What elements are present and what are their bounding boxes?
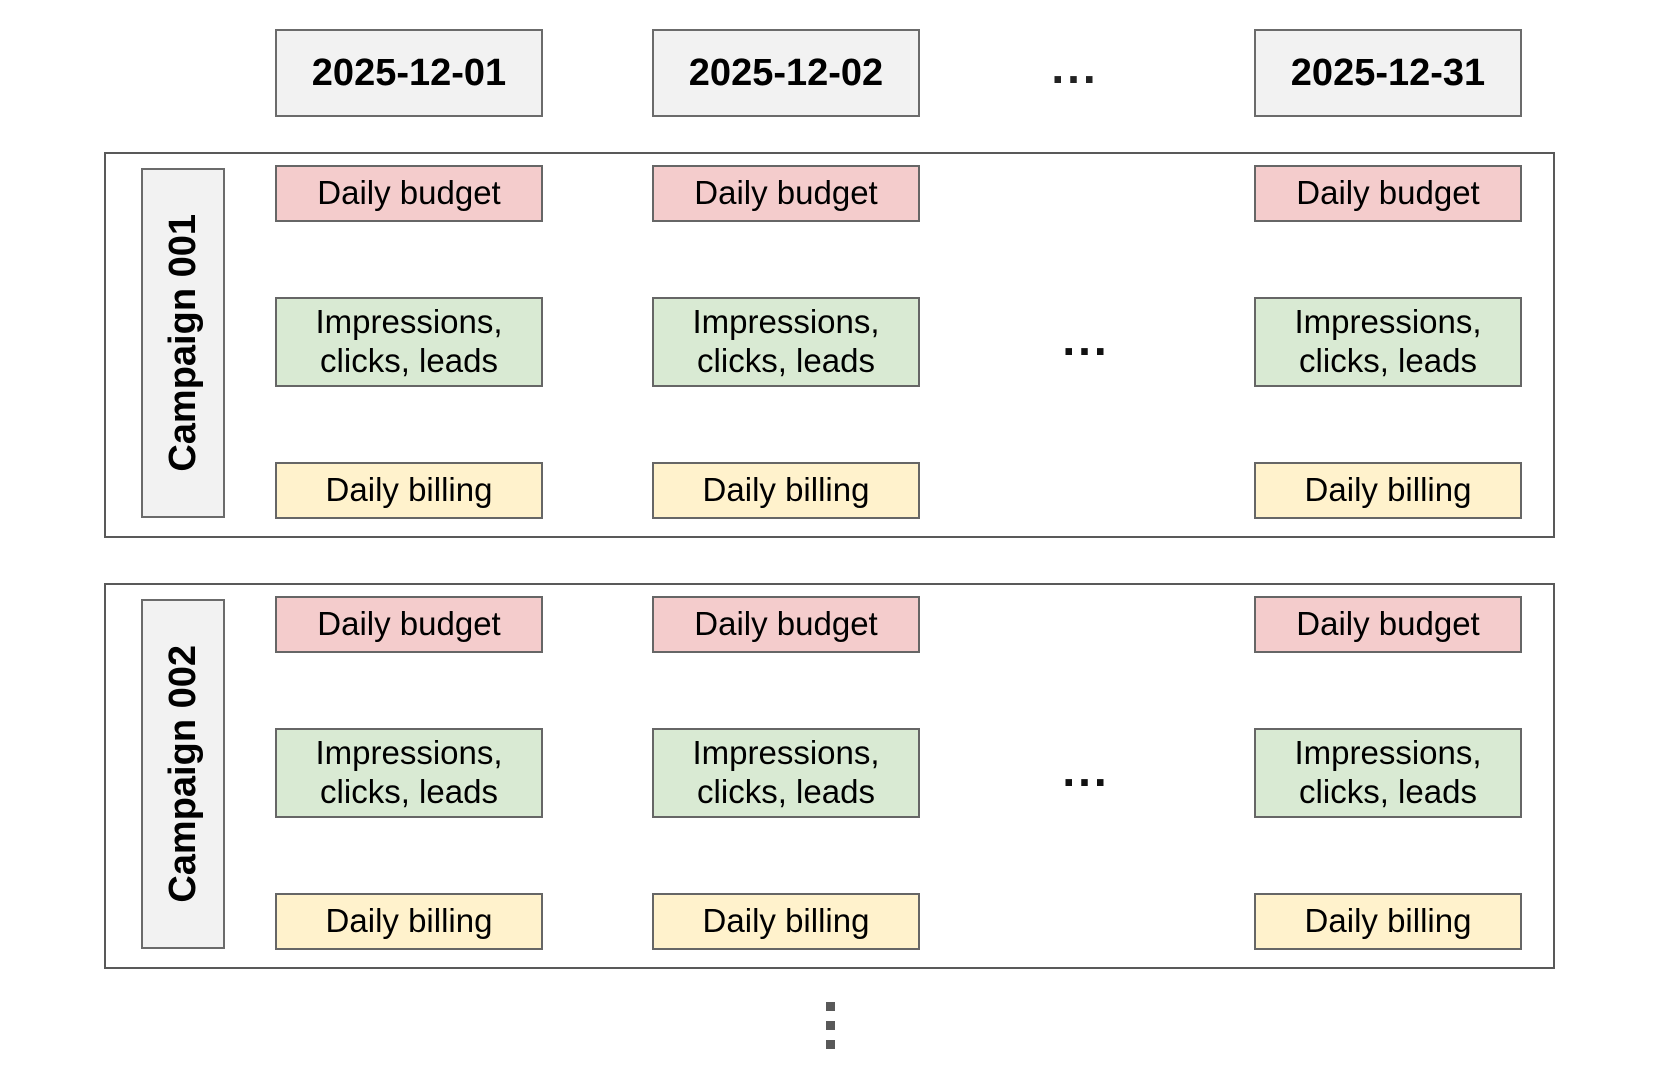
- date-ellipsis: ...: [1051, 41, 1099, 93]
- date-header-2: 2025-12-02: [652, 29, 920, 117]
- node-daily-billing: Daily billing: [1254, 893, 1522, 950]
- node-impressions-clicks-leads: Impressions, clicks, leads: [1254, 728, 1522, 818]
- campaign-2-label: Campaign 002: [141, 599, 225, 949]
- node-daily-budget: Daily budget: [652, 596, 920, 653]
- date-header-1: 2025-12-01: [275, 29, 543, 117]
- node-daily-budget: Daily budget: [652, 165, 920, 222]
- ellipsis-dot: [826, 1040, 835, 1049]
- ellipsis-dot: [826, 1021, 835, 1030]
- node-impressions-clicks-leads: Impressions, clicks, leads: [1254, 297, 1522, 387]
- node-impressions-clicks-leads: Impressions, clicks, leads: [275, 728, 543, 818]
- campaign-2-label-text: Campaign 002: [161, 645, 204, 903]
- node-daily-billing: Daily billing: [652, 893, 920, 950]
- node-impressions-clicks-leads: Impressions, clicks, leads: [275, 297, 543, 387]
- node-daily-billing: Daily billing: [275, 462, 543, 519]
- node-daily-budget: Daily budget: [275, 165, 543, 222]
- date-header-31: 2025-12-31: [1254, 29, 1522, 117]
- node-impressions-clicks-leads: Impressions, clicks, leads: [652, 728, 920, 818]
- node-daily-billing: Daily billing: [1254, 462, 1522, 519]
- ellipsis-dot: [826, 1002, 835, 1011]
- more-campaigns-vertical-ellipsis-icon: [826, 1002, 835, 1059]
- node-daily-budget: Daily budget: [275, 596, 543, 653]
- row-ellipsis: ...: [1062, 313, 1110, 365]
- node-impressions-clicks-leads: Impressions, clicks, leads: [652, 297, 920, 387]
- node-daily-budget: Daily budget: [1254, 165, 1522, 222]
- campaign-1-label: Campaign 001: [141, 168, 225, 518]
- node-daily-budget: Daily budget: [1254, 596, 1522, 653]
- campaign-1-label-text: Campaign 001: [161, 214, 204, 472]
- node-daily-billing: Daily billing: [275, 893, 543, 950]
- node-daily-billing: Daily billing: [652, 462, 920, 519]
- row-ellipsis: ...: [1062, 744, 1110, 796]
